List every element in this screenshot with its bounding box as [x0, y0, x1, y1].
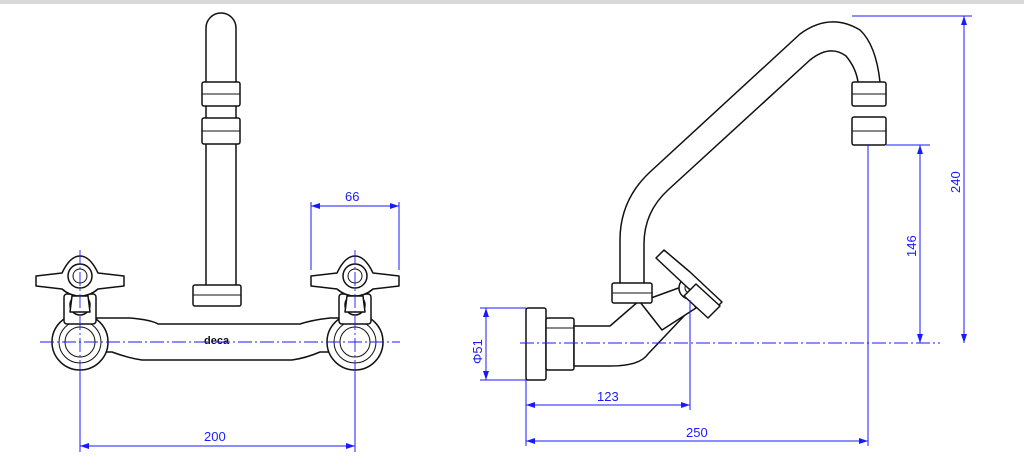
dimension-flange-diameter: Φ51 [470, 307, 526, 381]
side-view: Φ51 123 250 146 [470, 15, 972, 446]
dimension-total-height: 240 [852, 15, 972, 343]
dimension-spout-reach: 250 [525, 145, 869, 446]
dimension-center-spacing: 200 [79, 372, 356, 452]
front-view: deca [35, 12, 400, 452]
spout-curved [611, 21, 887, 304]
dimension-handle-projection: 123 [525, 300, 691, 410]
spout-vertical [192, 12, 242, 307]
dimension-outlet-height: 146 [886, 144, 930, 343]
dim-label-146: 146 [904, 235, 919, 257]
side-wall-flange [525, 307, 575, 381]
brand-logo: deca [204, 335, 230, 347]
dim-label-240: 240 [948, 171, 963, 193]
side-valve-body [573, 249, 723, 367]
dim-label-250: 250 [686, 425, 708, 440]
dim-label-123: 123 [597, 389, 619, 404]
dimension-handle-width: 66 [310, 189, 400, 270]
dim-label-200: 200 [204, 429, 226, 444]
dim-label-66: 66 [345, 189, 359, 204]
faucet-body: deca [79, 317, 356, 361]
dim-label-phi51: Φ51 [470, 339, 485, 364]
window-top-border [0, 0, 1024, 4]
